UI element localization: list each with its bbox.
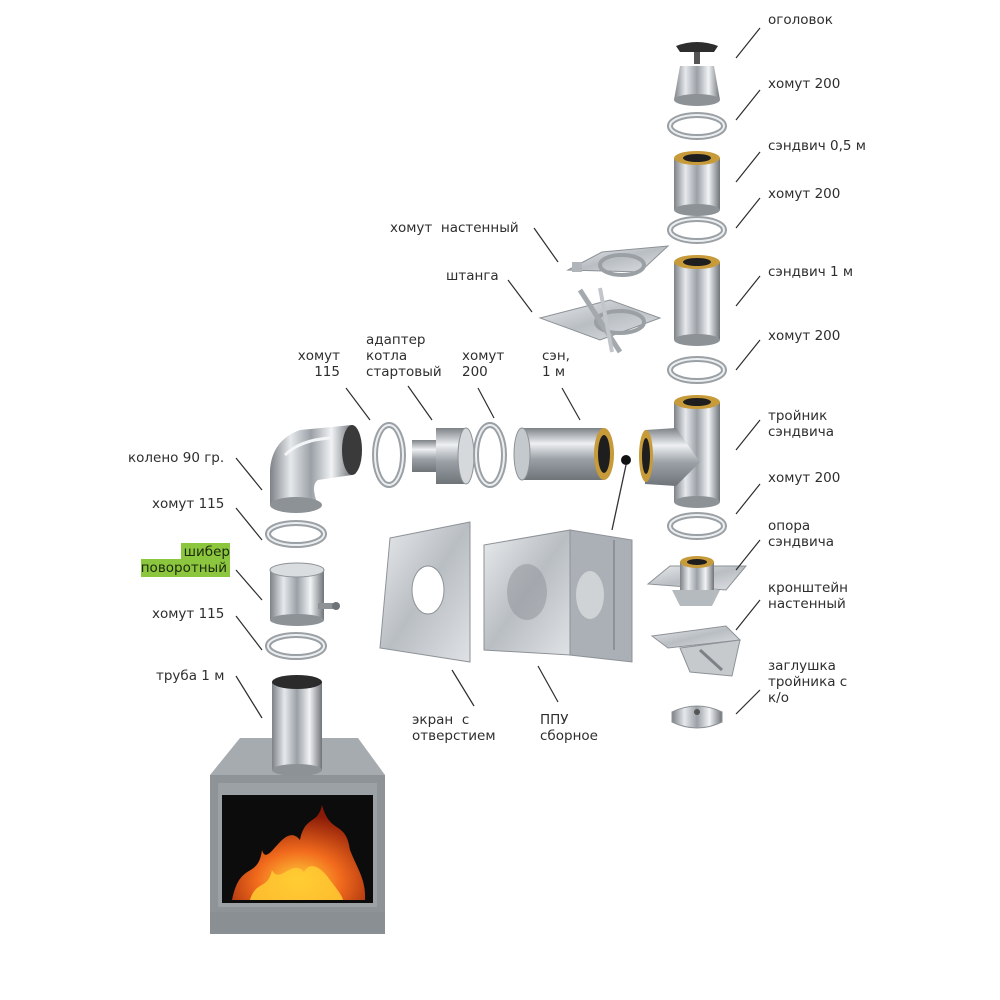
label-clamp-200-4: хомут 200 xyxy=(768,470,841,486)
label-elbow: колено 90 гр. xyxy=(128,450,225,466)
clamp-115-horizontal xyxy=(372,422,406,488)
label-sandwich-05: сэндвич 0,5 м xyxy=(768,138,866,154)
elbow-90 xyxy=(270,425,362,513)
label-cap: оголовок xyxy=(768,12,833,28)
rotary-damper xyxy=(269,562,340,626)
label-bracket: кронштейн настенный xyxy=(768,580,848,612)
wall-clamp xyxy=(566,245,670,277)
label-clamp-200-1: хомут 200 xyxy=(768,76,841,92)
label-wall-clamp: хомут настенный xyxy=(390,220,519,236)
label-clamp-200-3: хомут 200 xyxy=(768,328,841,344)
label-adapter: адаптер котла стартовый xyxy=(366,332,442,380)
label-damper-text: шибер поворотный xyxy=(140,543,230,577)
label-screen: экран с отверстием xyxy=(412,712,496,744)
rod xyxy=(538,287,662,354)
pointer-dot xyxy=(611,455,631,531)
pipe-1m xyxy=(272,675,322,776)
label-sandwich-1m-right: сэндвич 1 м xyxy=(768,264,854,280)
ppu-assembly xyxy=(483,529,633,663)
label-ppu: ППУ сборное xyxy=(540,712,598,744)
chimney-cap xyxy=(674,42,720,106)
stove xyxy=(210,738,385,934)
clamp-115-lower xyxy=(265,632,327,660)
screen-with-hole xyxy=(379,521,471,663)
label-support: опора сэндвича xyxy=(768,518,834,550)
sandwich-support xyxy=(646,556,748,606)
label-clamp-115-a: хомут 115 xyxy=(152,496,225,512)
tee-plug xyxy=(671,705,723,729)
clamp-200-r3 xyxy=(667,356,727,384)
label-sandwich-1m-mid: сэн, 1 м xyxy=(542,348,570,380)
label-clamp-115-top: хомут 115 xyxy=(297,348,340,380)
label-clamp-200-2: хомут 200 xyxy=(768,186,841,202)
sandwich-1m-vertical xyxy=(674,255,720,346)
label-plug: заглушка тройника с к/о xyxy=(768,658,848,706)
sandwich-1m-horizontal xyxy=(513,427,614,481)
leader-lines xyxy=(235,27,761,719)
clamp-200-r1 xyxy=(667,112,727,140)
label-pipe-1m: труба 1 м xyxy=(156,668,225,684)
clamp-200-r2 xyxy=(667,216,727,244)
label-tee: тройник сэндвича xyxy=(768,408,834,440)
label-clamp-115-b: хомут 115 xyxy=(152,606,225,622)
label-rod: штанга xyxy=(446,268,499,284)
label-clamp-200-mid: хомут 200 xyxy=(462,348,505,380)
clamp-115-upper xyxy=(265,520,327,548)
clamp-200-horizontal xyxy=(473,422,507,488)
wall-bracket xyxy=(650,625,742,677)
clamp-200-r4 xyxy=(667,512,727,540)
boiler-adapter xyxy=(412,427,475,485)
label-damper: шибер поворотный xyxy=(126,543,230,577)
sandwich-tee xyxy=(639,395,720,508)
sandwich-0-5m xyxy=(674,151,720,216)
